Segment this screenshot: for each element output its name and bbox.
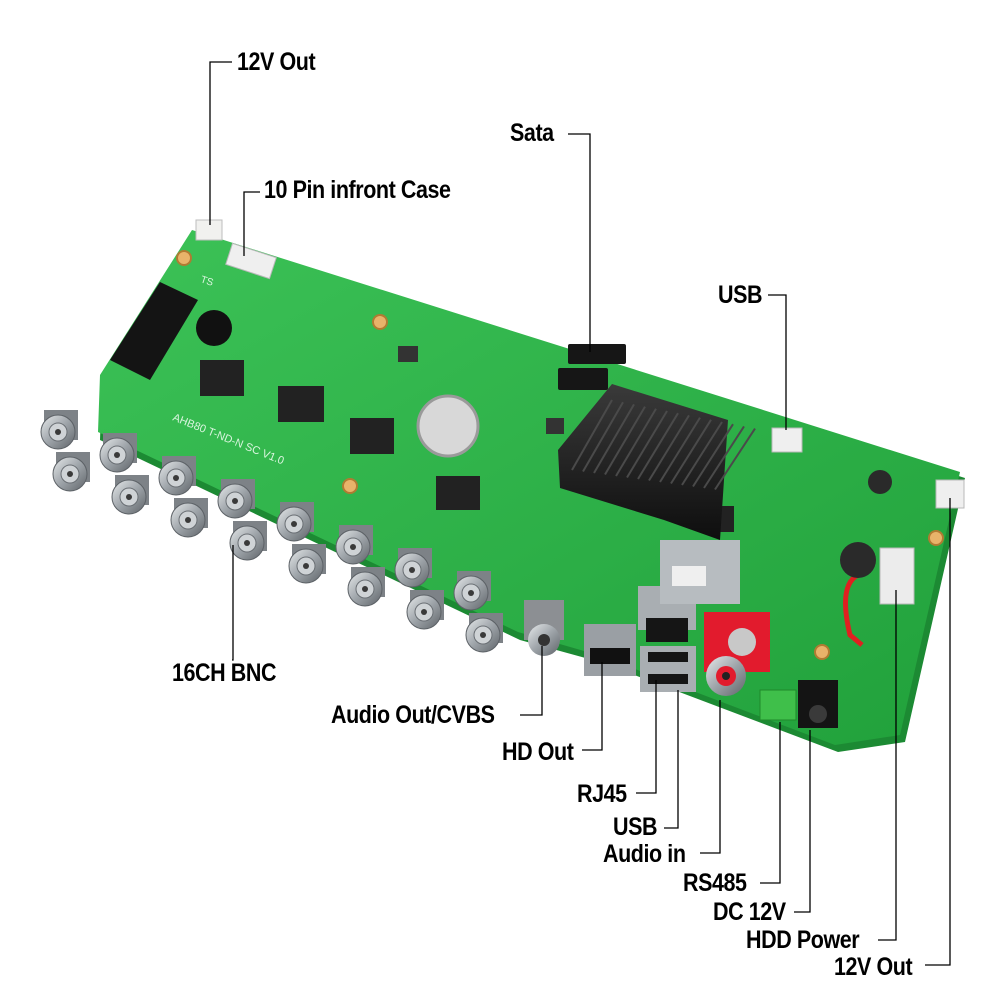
bnc-connector [276, 502, 314, 542]
label-dc-12v: DC 12V [713, 898, 786, 926]
rs485-terminal [759, 689, 797, 721]
leader-top-12v-out [209, 61, 232, 225]
bnc-connector [170, 498, 208, 538]
bnc-connector [217, 479, 255, 519]
label-16ch-bnc: 16CH BNC [172, 659, 277, 687]
label-rj45: RJ45 [577, 780, 627, 808]
leader-dc12v [794, 730, 811, 913]
dc-12v-jack [798, 680, 838, 728]
label-sata: Sata [510, 119, 554, 147]
leader-audio-in [700, 700, 721, 854]
bnc-connector [347, 567, 385, 607]
audio-out-cvbs-jack [524, 600, 564, 656]
coin-battery [416, 394, 480, 458]
idc-header [110, 282, 198, 380]
leader-rj45 [636, 680, 657, 794]
bnc-connector [453, 571, 491, 611]
bnc-connector [335, 525, 373, 565]
label-usb-bottom: USB [613, 813, 658, 841]
bnc-connector [406, 590, 444, 630]
leader-10pin [243, 191, 260, 256]
leader-hdd-power [878, 590, 897, 941]
bnc-connector [465, 613, 503, 653]
leader-audio-out [520, 646, 543, 716]
usb-ports [640, 646, 696, 692]
leader-sata [568, 133, 591, 352]
bnc-connector [52, 452, 90, 492]
bnc-connector [99, 433, 137, 473]
bnc-connector [158, 456, 196, 496]
label-10pin-front-case: 10 Pin infront Case [264, 176, 451, 204]
leader-bnc [232, 545, 234, 661]
label-audio-out-cvbs: Audio Out/CVBS [331, 701, 495, 729]
bnc-connector [111, 475, 149, 515]
lan-module [660, 540, 740, 604]
bnc-connector [229, 521, 267, 561]
leader-lines [209, 61, 951, 966]
board-corner-silkscreen: TS [199, 274, 215, 289]
label-audio-in: Audio in [603, 840, 686, 868]
bnc-connectors [40, 410, 503, 653]
leader-usb-bottom [664, 690, 679, 829]
leader-hd-out [582, 662, 603, 751]
connector-usb-header [771, 427, 803, 453]
bnc-connector [40, 410, 78, 450]
bnc-connector [394, 548, 432, 588]
connector-sata [558, 344, 626, 390]
hdmi-port [584, 624, 636, 676]
leader-usb-top [768, 294, 787, 430]
bnc-connector [288, 544, 326, 584]
mounting-holes [176, 250, 944, 660]
label-bottom-12v-out: 12V Out [834, 953, 913, 981]
label-usb-top: USB [718, 281, 763, 309]
buzzer [196, 310, 232, 346]
leader-rs485 [760, 722, 781, 884]
connector-hdd-power [843, 547, 915, 647]
connector-12v-out-top [195, 219, 223, 241]
label-rs485: RS485 [683, 869, 747, 897]
label-hd-out: HD Out [502, 738, 574, 766]
heatsink [558, 384, 756, 540]
label-hdd-power: HDD Power [746, 926, 860, 954]
rca-audio-in [704, 612, 770, 696]
label-top-12v-out: 12V Out [237, 48, 316, 76]
connector-10pin-header [225, 242, 277, 280]
capacitors [840, 470, 892, 578]
leader-bottom-12v-out [925, 498, 951, 966]
